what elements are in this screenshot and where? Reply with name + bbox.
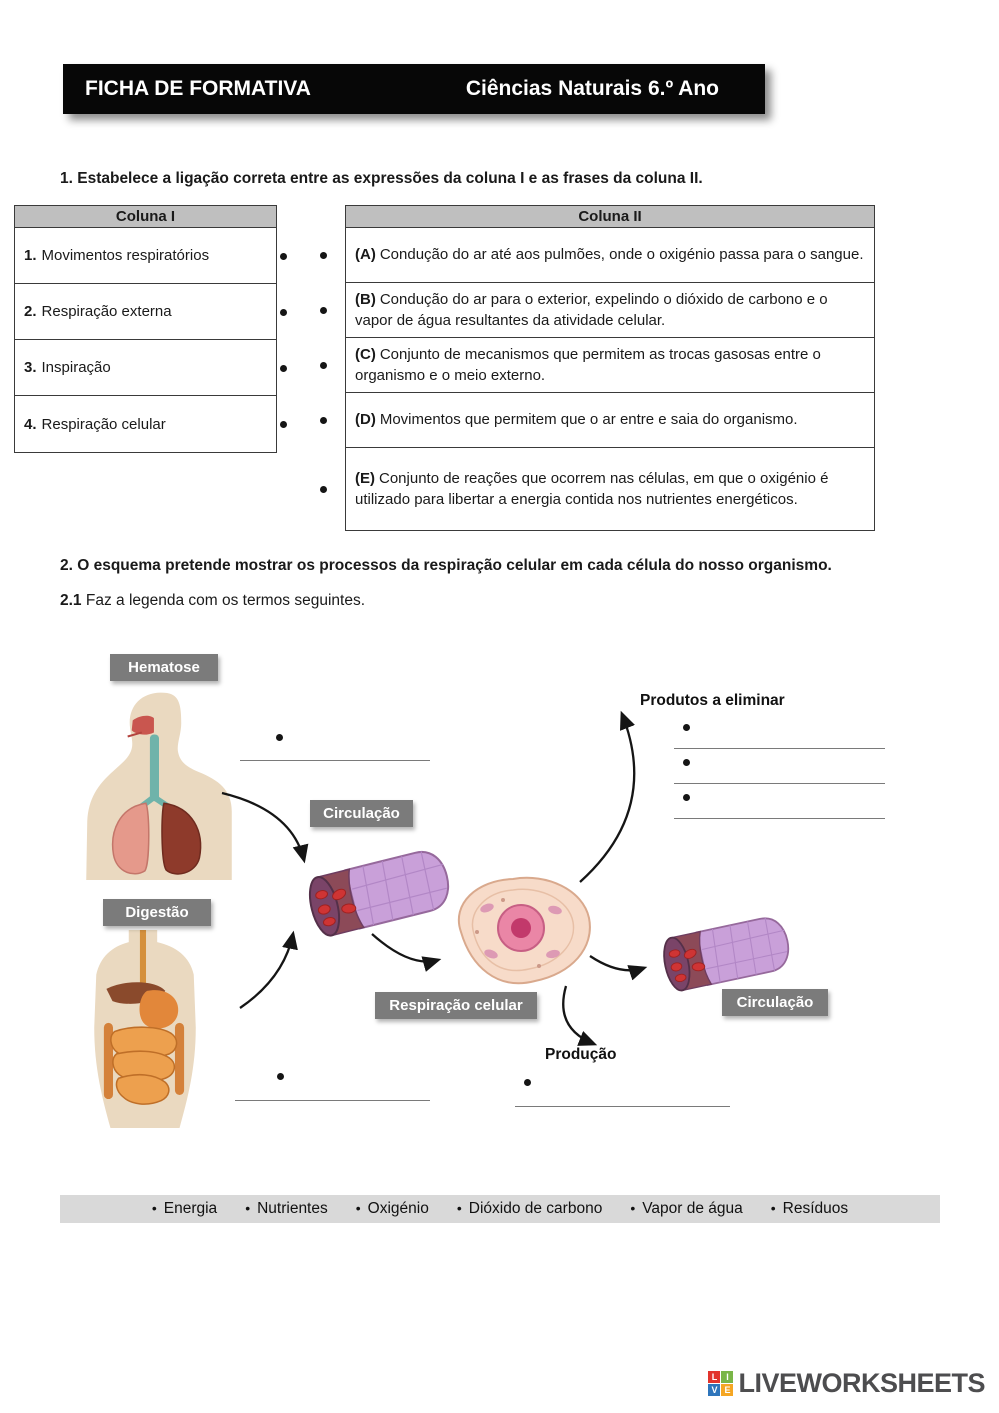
answer-blank-eliminar-3[interactable] <box>674 818 885 819</box>
word-bank-term-nutrientes: Nutrientes <box>245 1200 328 1218</box>
col1-row-4: 4. Respiração celular <box>15 396 276 452</box>
col2-row-B: (B)Condução do ar para o exterior, expel… <box>346 283 874 338</box>
col2-row-C: (C)Conjunto de mecanismos que permitem a… <box>346 338 874 393</box>
worksheet-header: FICHA DE FORMATIVA Ciências Naturais 6.º… <box>63 64 765 114</box>
question2-prompt: 2. O esquema pretende mostrar os process… <box>60 557 832 574</box>
match-point-col2-B[interactable] <box>320 307 327 314</box>
question2-1-text: Faz a legenda com os termos seguintes. <box>85 592 366 609</box>
answer-dot-hematose <box>276 734 283 741</box>
col2-item-text: Conjunto de mecanismos que permitem as t… <box>355 345 821 384</box>
logo-letter-l: L <box>708 1371 721 1383</box>
col2-row-A: (A)Condução do ar até aos pulmões, onde … <box>346 228 874 283</box>
word-bank-term-dioxido: Dióxido de carbono <box>457 1200 603 1218</box>
col2-item: (A)Condução do ar até aos pulmões, onde … <box>355 244 865 265</box>
col2-item-letter: (C) <box>355 345 376 363</box>
col1-item-text: Movimentos respiratórios <box>41 247 210 264</box>
question2-1-prompt: 2.1 Faz a legenda com os termos seguinte… <box>60 592 365 610</box>
col1-row-1: 1. Movimentos respiratórios <box>15 228 276 284</box>
respiratory-system-illustration <box>86 692 232 880</box>
column1-header: Coluna I <box>15 206 276 228</box>
match-point-col2-D[interactable] <box>320 417 327 424</box>
col2-item-text: Movimentos que permitem que o ar entre e… <box>379 411 798 429</box>
question1-prompt: 1. Estabelece a ligação correta entre as… <box>60 170 703 187</box>
column2-table: Coluna II (A)Condução do ar até aos pulm… <box>345 205 875 531</box>
col1-item-text: Inspiração <box>41 359 111 376</box>
blood-vessel-illustration-1 <box>308 850 450 937</box>
answer-dot-eliminar-1 <box>683 724 690 731</box>
worksheet-title: FICHA DE FORMATIVA <box>85 77 311 100</box>
word-bank-term-oxigenio: Oxigénio <box>356 1200 429 1218</box>
col1-row-3: 3. Inspiração <box>15 340 276 396</box>
digestive-system-illustration <box>94 930 196 1128</box>
answer-blank-digestao[interactable] <box>235 1100 430 1101</box>
answer-dot-eliminar-2 <box>683 759 690 766</box>
col2-item: (D)Movimentos que permitem que o ar entr… <box>355 409 865 430</box>
logo-letter-e: E <box>721 1384 734 1396</box>
match-point-col1-3[interactable] <box>280 365 287 372</box>
col2-item-letter: (B) <box>355 290 376 308</box>
column1-table: Coluna I 1. Movimentos respiratórios 2. … <box>14 205 277 453</box>
match-point-col2-A[interactable] <box>320 252 327 259</box>
col1-item-text: Respiração externa <box>41 303 172 320</box>
answer-blank-producao[interactable] <box>515 1106 730 1107</box>
col2-row-D: (D)Movimentos que permitem que o ar entr… <box>346 393 874 448</box>
col2-item-text: Conjunto de reações que ocorrem nas célu… <box>355 469 829 508</box>
word-bank: Energia Nutrientes Oxigénio Dióxido de c… <box>60 1195 940 1223</box>
column2-header: Coluna II <box>346 206 874 228</box>
answer-blank-hematose[interactable] <box>240 760 430 761</box>
hematose-label: Hematose <box>110 654 218 681</box>
answer-blank-eliminar-1[interactable] <box>674 748 885 749</box>
word-bank-term-energia: Energia <box>152 1200 217 1218</box>
col2-item: (C)Conjunto de mecanismos que permitem a… <box>355 344 865 387</box>
match-point-col2-E[interactable] <box>320 486 327 493</box>
col1-item-number: 2. <box>24 303 37 320</box>
col2-item-text: Condução do ar para o exterior, expelind… <box>355 290 828 329</box>
answer-blank-eliminar-2[interactable] <box>674 783 885 784</box>
col2-item-text: Condução do ar até aos pulmões, onde o o… <box>379 246 864 264</box>
liveworksheets-logo-icon: L I V E <box>708 1371 734 1396</box>
col2-item: (E)Conjunto de reações que ocorrem nas c… <box>355 468 865 511</box>
question2-1-number: 2.1 <box>60 592 82 609</box>
col1-item-number: 4. <box>24 415 37 433</box>
logo-letter-i: I <box>721 1371 734 1383</box>
blood-vessel-illustration-2 <box>663 917 790 992</box>
answer-dot-producao <box>524 1079 531 1086</box>
digestao-label: Digestão <box>103 899 211 926</box>
col2-item-letter: (A) <box>355 246 376 264</box>
circulacao-label-1: Circulação <box>310 800 413 827</box>
logo-letter-v: V <box>708 1384 721 1396</box>
col2-row-E: (E)Conjunto de reações que ocorrem nas c… <box>346 448 874 530</box>
match-point-col1-2[interactable] <box>280 309 287 316</box>
answer-dot-digestao <box>277 1073 284 1080</box>
word-bank-term-residuos: Resíduos <box>771 1200 848 1218</box>
answer-dot-eliminar-3 <box>683 794 690 801</box>
subject-title: Ciências Naturais 6.º Ano <box>465 77 719 100</box>
col2-item-letter: (D) <box>355 411 376 429</box>
liveworksheets-footer[interactable]: L I V E LIVEWORKSHEETS <box>708 1368 985 1399</box>
cell-illustration <box>457 876 591 985</box>
liveworksheets-brand-text: LIVEWORKSHEETS <box>738 1368 985 1398</box>
respiration-diagram: Hematose Circulação Digestão Respiração … <box>0 630 999 1150</box>
circulacao-label-2: Circulação <box>722 989 828 1016</box>
match-point-col2-C[interactable] <box>320 362 327 369</box>
produtos-a-eliminar-label: Produtos a eliminar <box>640 692 785 709</box>
col2-item-letter: (E) <box>355 469 375 487</box>
match-point-col1-1[interactable] <box>280 253 287 260</box>
col1-item-text: Respiração celular <box>41 415 166 433</box>
col1-row-2: 2. Respiração externa <box>15 284 276 340</box>
match-point-col1-4[interactable] <box>280 421 287 428</box>
col1-item-number: 1. <box>24 247 37 264</box>
col2-item: (B)Condução do ar para o exterior, expel… <box>355 289 865 332</box>
producao-label: Produção <box>545 1046 617 1063</box>
col1-item-number: 3. <box>24 359 37 376</box>
word-bank-term-vapor: Vapor de água <box>630 1200 743 1218</box>
respiracao-celular-label: Respiração celular <box>375 992 537 1019</box>
